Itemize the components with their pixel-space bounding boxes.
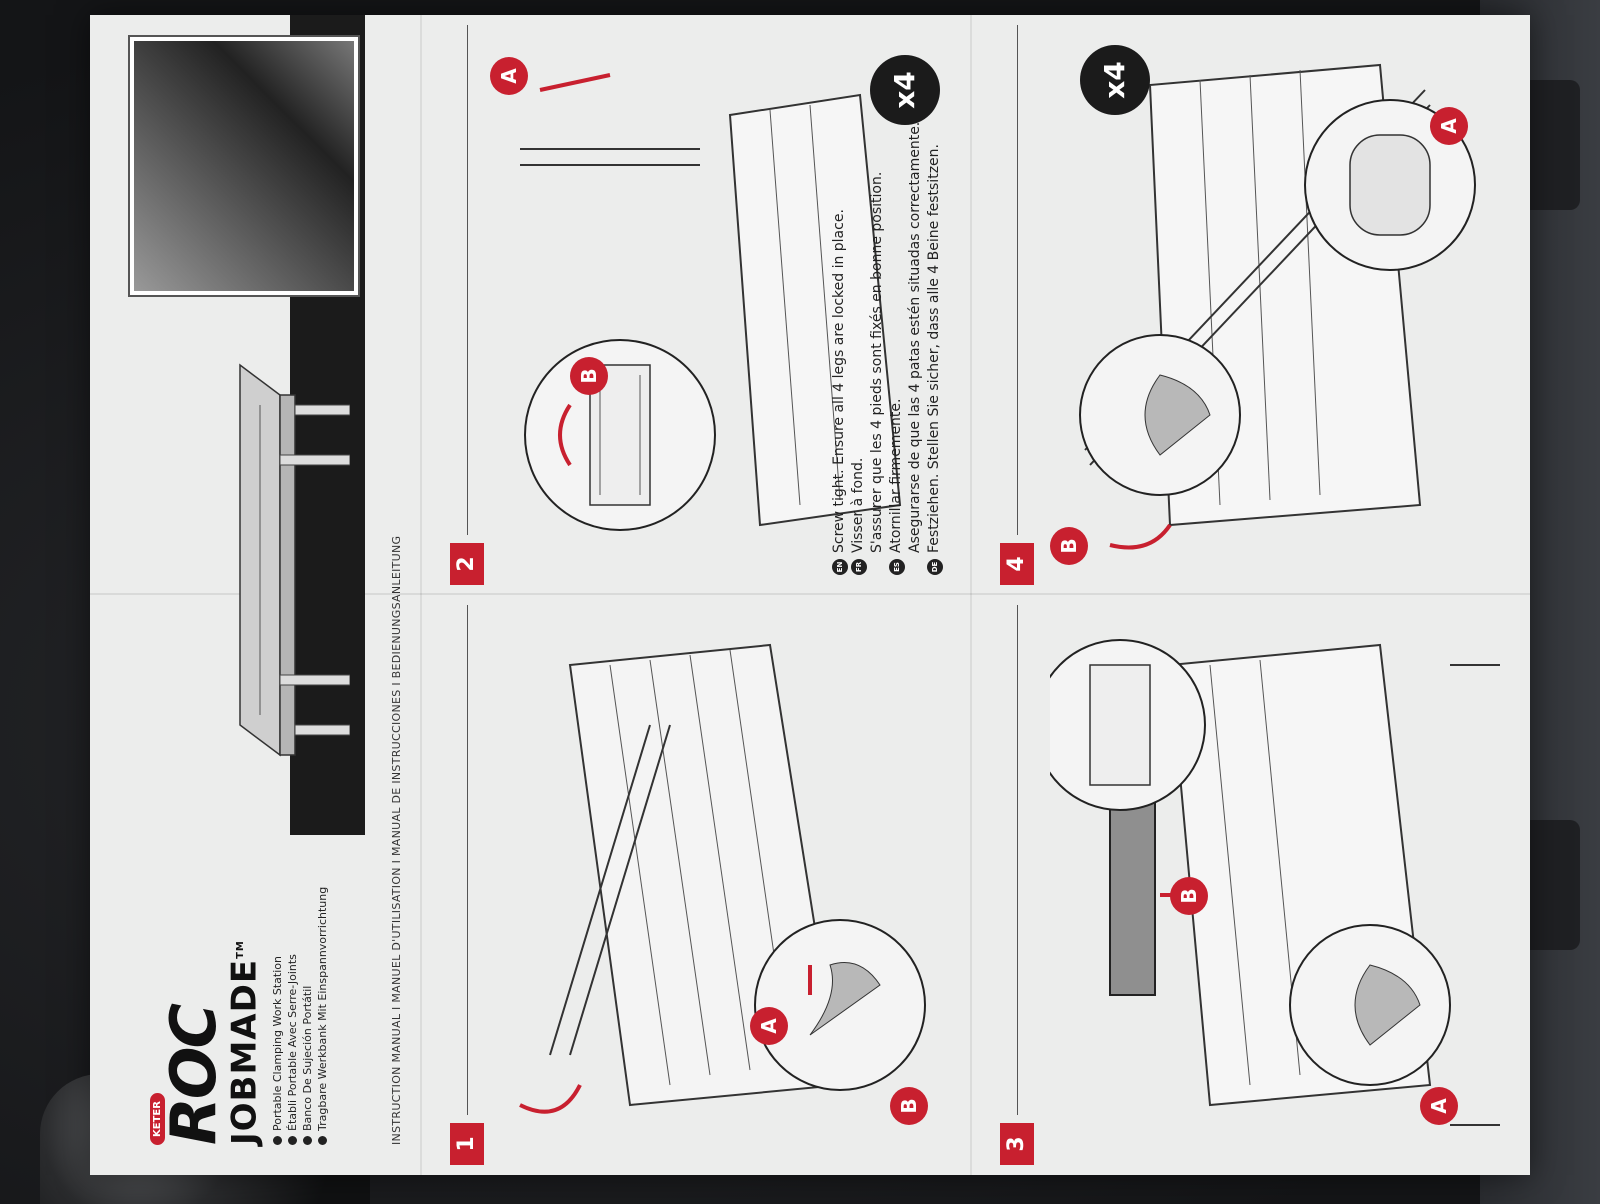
step-4-illustration: [1079, 63, 1476, 550]
fold-line: [970, 15, 972, 1175]
workbench-illustration: [239, 363, 350, 757]
subtitle-de: Tragbare Werkbank Mit Einspannvorrichtun…: [315, 845, 330, 1145]
manual-title-line: INSTRUCTION MANUAL I MANUEL D'UTILISATIO…: [390, 535, 403, 1145]
instruction-fr: FRVisser à fond.: [849, 35, 868, 575]
sheet-upright: KETER ROC JOBMADETM Portable Clamping Wo…: [90, 15, 1530, 1175]
step-panel-2: 2 B A x4: [450, 25, 970, 585]
product-subtitles: Portable Clamping Work Station Établi Po…: [270, 845, 330, 1145]
step-2-illustration: [520, 73, 902, 531]
header-band: KETER ROC JOBMADETM Portable Clamping Wo…: [90, 15, 420, 1175]
multiplier-badge: x4: [1080, 45, 1150, 115]
step-number: 4: [1000, 543, 1034, 585]
subtitle-en: Portable Clamping Work Station: [270, 845, 285, 1145]
step-panel-3: 3 B A: [1000, 605, 1510, 1165]
step-rule: [1017, 25, 1018, 535]
subtitle-es: Banco De Sujeción Portátil: [300, 845, 315, 1145]
logo-roc: ROC: [157, 1005, 230, 1145]
step-number: 2: [450, 543, 484, 585]
subtitle-fr: Établi Portable Avec Serre-Joints: [285, 845, 300, 1145]
hero-photo: [130, 37, 358, 295]
instruction-en: ENScrew tight. Ensure all 4 legs are loc…: [830, 35, 849, 575]
callout-a: A: [750, 1007, 788, 1045]
fold-line: [420, 15, 422, 1175]
step-2-text: ENScrew tight. Ensure all 4 legs are loc…: [830, 35, 944, 575]
step-rule: [467, 25, 468, 535]
step-panel-4: 4 B A x4: [1000, 25, 1510, 585]
callout-a: A: [1420, 1087, 1458, 1125]
step-number: 1: [450, 1123, 484, 1165]
step-3-illustration: [1050, 639, 1500, 1126]
instruction-sheet: KETER ROC JOBMADETM Portable Clamping Wo…: [90, 15, 1530, 1175]
callout-a: A: [490, 57, 528, 95]
instruction-es-2: Asegurarse de que las 4 patas estén situ…: [907, 121, 923, 553]
logo-jobmade: JOBMADETM: [224, 940, 265, 1145]
callout-b: B: [1170, 877, 1208, 915]
step-1-illustration: [519, 643, 926, 1114]
callout-b: B: [1050, 527, 1088, 565]
step-number: 3: [1000, 1123, 1034, 1165]
callout-b: B: [570, 357, 608, 395]
product-logo: KETER ROC JOBMADETM: [150, 895, 264, 1145]
callout-a: A: [1430, 107, 1468, 145]
instruction-de: DEFestziehen. Stellen Sie sicher, dass a…: [925, 35, 944, 575]
instruction-fr-2: S'assurer que les 4 pieds sont fixés en …: [869, 171, 885, 553]
step-rule: [467, 605, 468, 1115]
trademark: TM: [235, 940, 246, 959]
step-rule: [1017, 605, 1018, 1115]
instruction-es: ESAtornillar firmemente.: [887, 35, 906, 575]
step-panel-1: 1 A B: [450, 605, 950, 1165]
logo-jobmade-text: JOBMADE: [224, 958, 265, 1145]
callout-b: B: [890, 1087, 928, 1125]
